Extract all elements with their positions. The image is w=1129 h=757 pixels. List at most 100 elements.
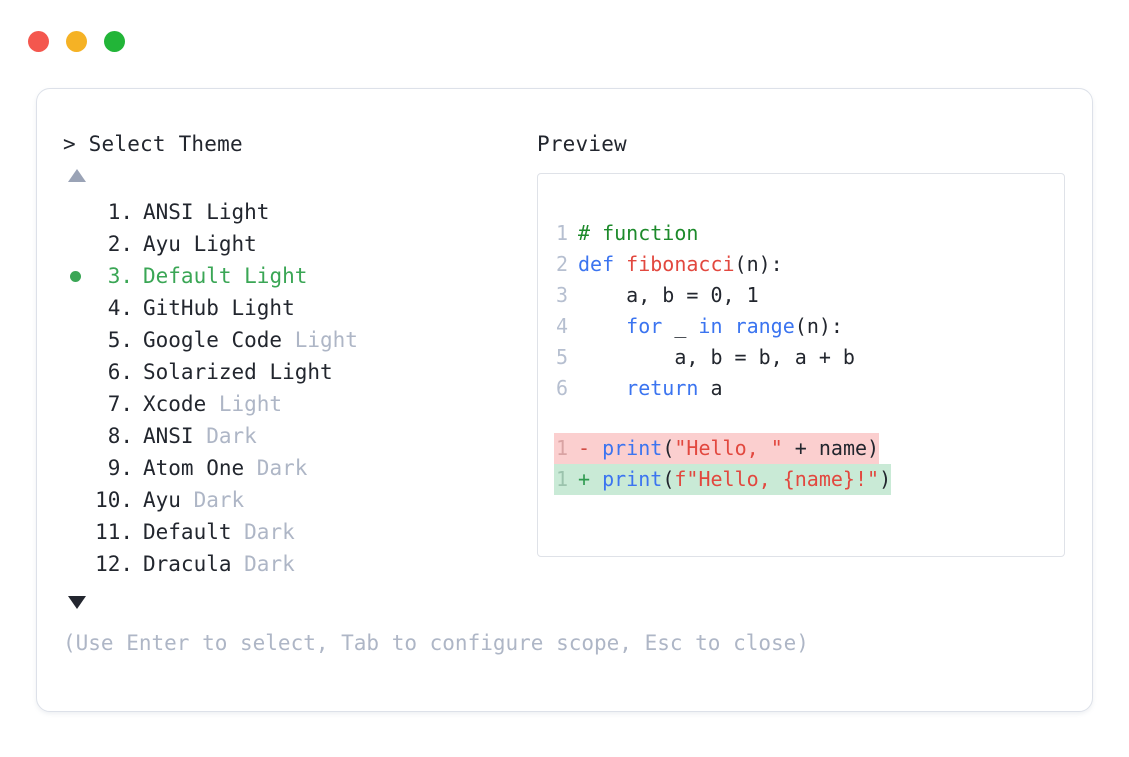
theme-item-name: Google Code <box>143 328 283 352</box>
code-token <box>723 314 735 338</box>
theme-item-variant: Dark <box>180 488 245 512</box>
theme-item-name: Ayu <box>143 488 181 512</box>
theme-item-variant: Light <box>193 200 270 224</box>
code-token: for <box>626 314 663 338</box>
code-token: a, b = 0, 1 <box>578 283 759 307</box>
line-number: 3 <box>555 283 568 307</box>
diff-spacer <box>590 436 602 460</box>
code-line: 4 for _ in range(n): <box>554 311 1064 342</box>
selection-bullet-cell <box>63 260 87 292</box>
theme-item-variant: Dark <box>244 456 308 480</box>
theme-item-number: 1. <box>107 200 133 224</box>
theme-item-variant: Light <box>282 328 358 352</box>
theme-item-number: 2. <box>107 232 133 256</box>
selection-bullet-cell <box>63 484 87 516</box>
code-line: 6 return a <box>554 373 1064 404</box>
code-token: f"Hello, {name}!" <box>674 467 880 491</box>
line-number: 1 <box>555 221 568 245</box>
theme-list-item[interactable]: 9. Atom One Dark <box>63 452 533 484</box>
theme-list-item[interactable]: 7. Xcode Light <box>63 388 533 420</box>
theme-item-variant: Dark <box>193 424 257 448</box>
code-line: 5 a, b = b, a + b <box>554 342 1064 373</box>
window-traffic-lights <box>28 31 125 52</box>
theme-item-name: Xcode <box>143 392 207 416</box>
theme-list-item[interactable]: 10. Ayu Dark <box>63 484 533 516</box>
theme-item-number: 10. <box>95 488 133 512</box>
code-token: print <box>602 467 663 491</box>
theme-item-name: Atom One <box>143 456 245 480</box>
theme-item-name: Default <box>143 264 232 288</box>
close-window-button[interactable] <box>28 31 49 52</box>
theme-list-item[interactable]: 4.GitHub Light <box>63 292 533 324</box>
selection-bullet-cell <box>63 356 87 388</box>
select-theme-title: > Select Theme <box>63 132 243 156</box>
theme-item-number: 5. <box>107 328 133 352</box>
line-number: 1 <box>555 467 568 491</box>
theme-item-variant: Light <box>206 392 283 416</box>
code-line: 2 def fibonacci(n): <box>554 249 1064 280</box>
line-number: 4 <box>555 314 568 338</box>
theme-item-number: 6. <box>107 360 133 384</box>
code-token: _ <box>662 314 699 338</box>
theme-list-item[interactable]: 5. Google Code Light <box>63 324 533 356</box>
code-line: 3 a, b = 0, 1 <box>554 280 1064 311</box>
theme-item-variant: Light <box>180 232 257 256</box>
diff-sign: - <box>578 436 591 460</box>
selected-bullet-icon <box>69 270 81 282</box>
theme-list-item[interactable]: 8.ANSI Dark <box>63 420 533 452</box>
code-token: (n): <box>794 314 843 338</box>
theme-list-item[interactable]: 1. ANSI Light <box>63 196 533 228</box>
line-number: 2 <box>555 252 568 276</box>
preview-title: Preview <box>537 132 627 156</box>
theme-item-variant: Dark <box>231 552 295 576</box>
theme-item-number: 9. <box>107 456 133 480</box>
theme-list-item[interactable]: 12.Dracula Dark <box>63 548 533 580</box>
selection-bullet-cell <box>63 548 87 580</box>
selection-bullet-cell <box>63 388 87 420</box>
theme-item-number: 7. <box>107 392 133 416</box>
code-token: (n): <box>734 252 783 276</box>
diff-block: 1- print("Hello, " + name)1+ print(f"Hel… <box>554 433 1064 495</box>
scroll-down-arrow-icon[interactable] <box>68 596 86 609</box>
zoom-window-button[interactable] <box>104 31 125 52</box>
selection-bullet-cell <box>63 420 87 452</box>
selection-bullet-cell <box>63 228 87 260</box>
theme-item-number: 11. <box>95 520 133 544</box>
minimize-window-button[interactable] <box>66 31 87 52</box>
code-token: a <box>698 376 723 400</box>
code-line: 1# function <box>554 218 1064 249</box>
theme-item-variant: Light <box>256 360 333 384</box>
theme-list-item[interactable]: 3. Default Light <box>63 260 533 292</box>
code-token: ) <box>879 467 892 491</box>
selection-bullet-cell <box>63 452 87 484</box>
selection-bullet-cell <box>63 324 87 356</box>
code-token: fibonacci <box>626 252 735 276</box>
code-token: def <box>578 252 627 276</box>
code-token: a, b = b, a + b <box>578 345 855 369</box>
theme-list-item[interactable]: 2.Ayu Light <box>63 228 533 260</box>
theme-item-variant: Dark <box>231 520 295 544</box>
diff-added-line: 1 + print(f"Hello, {name}!") <box>554 464 892 495</box>
scroll-up-arrow-icon[interactable] <box>68 169 86 182</box>
theme-item-name: ANSI <box>143 200 194 224</box>
theme-item-name: Default <box>143 520 232 544</box>
theme-item-number: 3. <box>107 264 133 288</box>
theme-item-variant: Light <box>231 264 308 288</box>
code-token: "Hello, " <box>674 436 783 460</box>
keyboard-hint: (Use Enter to select, Tab to configure s… <box>63 631 809 655</box>
diff-sign: + <box>578 467 591 491</box>
theme-item-name: Solarized <box>143 360 257 384</box>
theme-list-item[interactable]: 6. Solarized Light <box>63 356 533 388</box>
code-token: ( <box>662 436 675 460</box>
code-token: return <box>626 376 699 400</box>
code-token: ( <box>662 467 675 491</box>
code-token <box>578 376 626 400</box>
theme-list-item[interactable]: 11. Default Dark <box>63 516 533 548</box>
selection-bullet-cell <box>63 196 87 228</box>
code-token: in <box>698 314 723 338</box>
